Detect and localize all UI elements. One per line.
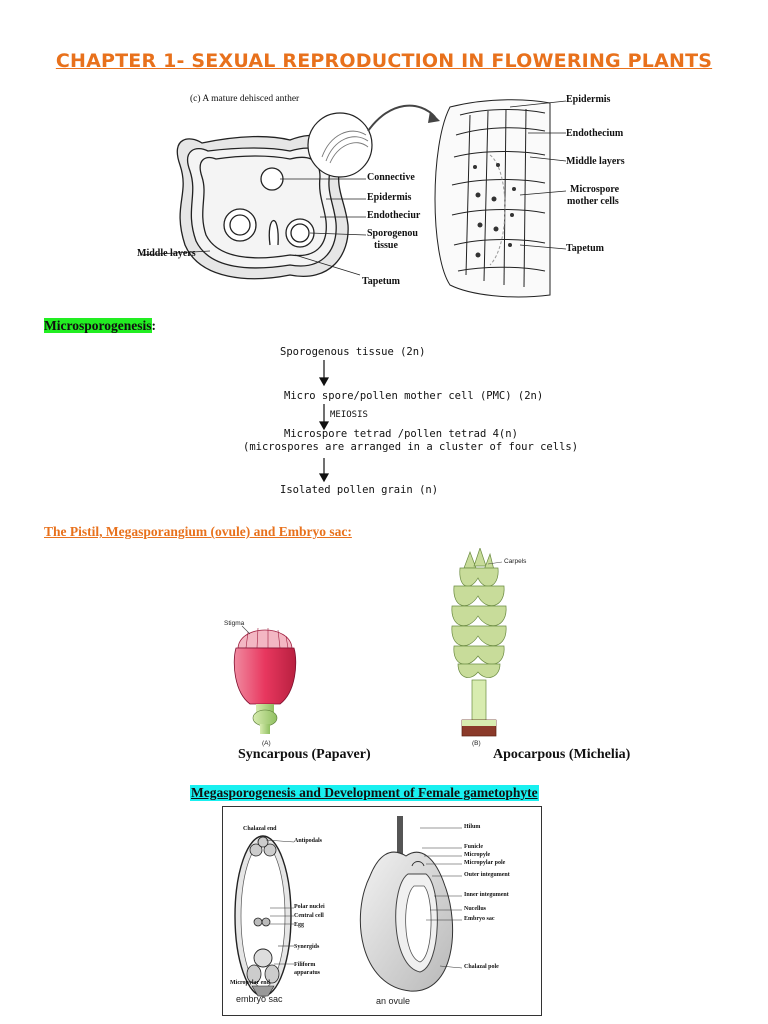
label-embryo-sac: Embryo sac	[464, 916, 495, 922]
michelia-caption: Apocarpous (Michelia)	[493, 747, 631, 762]
michelia-pistil	[451, 548, 507, 737]
label-microspore: Microspore	[570, 184, 620, 195]
label-epidermis-right: Epidermis	[566, 94, 611, 105]
curved-arrow	[367, 104, 436, 132]
label-funicle: Funicle	[464, 844, 483, 850]
label-hilum: Hilum	[464, 824, 481, 830]
fig-a-tag: (A)	[262, 740, 271, 747]
megasporogenesis-heading: Megasporogenesis and Development of Fema…	[190, 785, 539, 801]
label-apparatus: apparatus	[294, 970, 321, 976]
label-tapetum-left: Tapetum	[362, 276, 400, 287]
label-central-cell: Central cell	[294, 913, 324, 919]
microsporogenesis-heading: Microsporogenesis:	[44, 318, 156, 333]
label-epidermis-left: Epidermis	[367, 192, 412, 203]
magnifier-circle	[307, 112, 373, 178]
label-egg: Egg	[294, 922, 305, 928]
label-chalazal-pole: Chalazal pole	[464, 964, 499, 970]
label-middle-layers-left: Middle layers	[137, 248, 196, 259]
embryo-sac-diagram	[234, 835, 292, 997]
page-title: Chapter 1- Sexual reproduction in flower…	[55, 50, 713, 72]
label-sporogenous: Sporogenou	[367, 228, 418, 239]
label-nucellus: Nucellus	[464, 906, 487, 912]
label-micropyle: Micropyle	[464, 852, 491, 858]
label-inner-integument: Inner integument	[464, 892, 509, 898]
label-outer-integument: Outer integument	[464, 872, 510, 878]
megasporogenesis-figure-frame	[222, 806, 542, 1016]
ovule-diagram	[359, 816, 454, 992]
label-filiform: Filiform	[294, 962, 316, 968]
label-carpels: Carpels	[504, 558, 527, 565]
label-endothecium-left: Endotheciur	[367, 210, 421, 221]
anther-caption: (c) A mature dehisced anther	[190, 94, 300, 104]
papaver-pistil	[233, 625, 297, 734]
anther-cross-section	[176, 134, 349, 280]
label-polar-nuclei: Polar nuclei	[294, 904, 325, 910]
flow-arrows	[318, 360, 330, 483]
flow-step-4: Isolated pollen grain (n)	[280, 484, 439, 496]
flow-step-3: Microspore tetrad /pollen tetrad 4(n)	[284, 428, 518, 440]
label-micropylar-pole: Micropylar pole	[464, 860, 506, 866]
label-mother-cells: mother cells	[567, 196, 619, 207]
label-endothecium-right: Endothecium	[566, 128, 624, 139]
ovule-leader-lines	[420, 827, 463, 969]
meiosis-label: MEIOSIS	[330, 410, 368, 420]
label-stigma: Stigma	[224, 620, 245, 627]
papaver-caption: Syncarpous (Papaver)	[238, 747, 371, 762]
embryo-sac-caption: embryo sac	[236, 994, 283, 1004]
label-tapetum-right: Tapetum	[566, 243, 604, 254]
flow-step-1: Sporogenous tissue (2n)	[280, 346, 426, 358]
fig-b-tag: (B)	[472, 740, 481, 747]
label-tissue: tissue	[374, 240, 398, 251]
label-synergids: Synergids	[294, 944, 320, 950]
label-chalazal-end: Chalazal end	[243, 826, 277, 832]
label-middle-layers-right: Middle layers	[566, 156, 625, 167]
anther-diagram	[139, 99, 567, 298]
label-antipodals: Antipodals	[294, 838, 323, 844]
flow-step-3-note: (microspores are arranged in a cluster o…	[243, 441, 579, 453]
pistil-heading: The Pistil, Megasporangium (ovule) and E…	[44, 524, 352, 539]
label-connective: Connective	[367, 172, 415, 183]
label-micropylar-end: Micropylar end	[230, 980, 270, 986]
embryo-sac-leader-lines	[265, 839, 295, 965]
ovule-caption: an ovule	[376, 996, 411, 1006]
flow-step-2: Micro spore/pollen mother cell (PMC) (2n…	[284, 390, 544, 402]
